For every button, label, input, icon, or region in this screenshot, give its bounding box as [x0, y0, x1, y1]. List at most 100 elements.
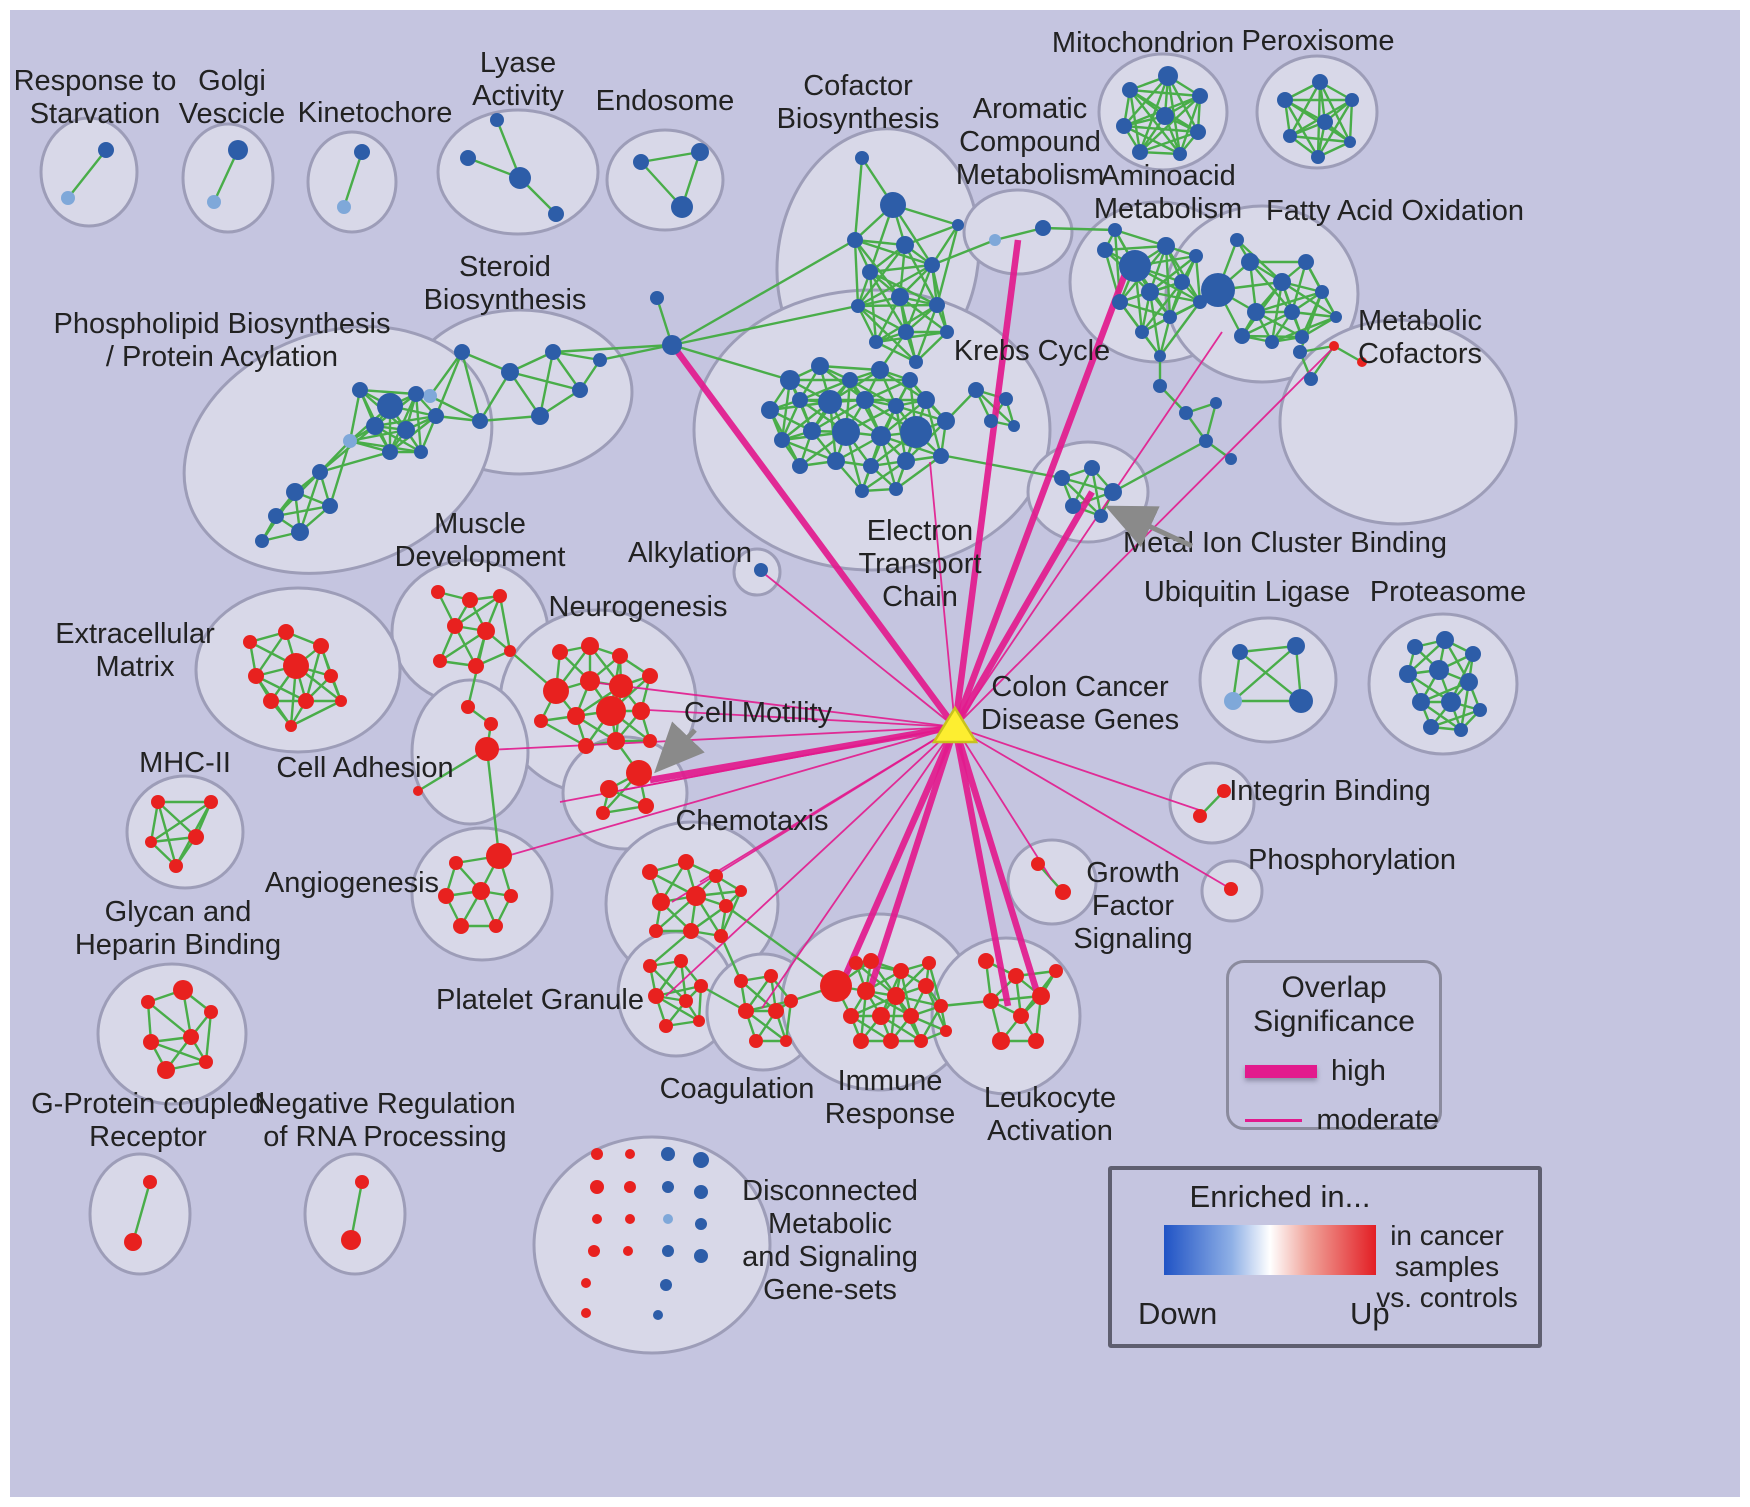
gene-set-node — [694, 979, 708, 993]
gene-set-node — [1217, 784, 1231, 798]
gene-set-edge — [298, 471, 322, 533]
gene-set-edge — [1255, 290, 1323, 314]
gene-set-node — [578, 738, 594, 754]
gene-set-node — [501, 363, 519, 381]
gene-set-node — [761, 401, 779, 419]
bridge-edge — [1042, 226, 1116, 232]
gene-set-node — [1460, 673, 1478, 691]
gene-set-edge — [275, 504, 331, 518]
gene-set-node — [354, 144, 370, 160]
gene-set-edge — [67, 149, 107, 199]
label-angiogenesis: Angiogenesis — [265, 867, 439, 899]
gene-set-node — [243, 635, 257, 649]
gene-set-node — [643, 734, 657, 748]
gene-set-edge — [157, 801, 197, 838]
gene-set-node — [1412, 693, 1430, 711]
gene-set-edge — [349, 428, 407, 443]
gene-set-edge — [994, 226, 1044, 242]
gene-set-node — [1179, 406, 1193, 420]
gene-set-edge — [255, 631, 287, 677]
gene-set-node — [663, 1214, 673, 1224]
gene-set-edge — [819, 364, 881, 372]
gene-set-node — [484, 717, 498, 731]
gene-set-edge — [1288, 81, 1322, 137]
gene-set-node — [863, 458, 879, 474]
gene-set-node — [283, 653, 309, 679]
bridge-edge — [725, 905, 837, 987]
gene-set-node — [397, 421, 415, 439]
gene-set-node — [898, 324, 914, 340]
gene-set-node — [1317, 114, 1333, 130]
colon-cancer-hub-node — [931, 705, 979, 744]
gene-set-node — [207, 195, 221, 209]
gene-set-node — [312, 464, 328, 480]
gene-set-edge — [1123, 75, 1169, 127]
high-significance-label: high — [1331, 1055, 1386, 1087]
gene-set-node — [1055, 884, 1071, 900]
gene-set-edge — [304, 645, 323, 702]
gene-set-node — [695, 1218, 707, 1230]
gene-set-node — [1210, 397, 1222, 409]
label-cell-motility: Cell Motility — [684, 697, 833, 729]
gene-set-edge — [1123, 124, 1199, 134]
gene-set-node — [1141, 283, 1159, 301]
gene-set-node — [1289, 689, 1313, 713]
label-platelet-granule: Platelet Granule — [436, 984, 644, 1016]
gene-set-node — [918, 978, 934, 994]
bridge-edge — [940, 999, 992, 1008]
gene-set-node — [382, 444, 398, 460]
gene-set-node — [477, 622, 495, 640]
gene-set-node — [1293, 345, 1307, 359]
gene-set-edge — [1164, 245, 1172, 318]
gene-set-node — [447, 618, 463, 634]
gene-set-edge — [857, 263, 933, 308]
gene-set-node — [204, 1005, 218, 1019]
gene-set-node — [493, 589, 507, 603]
gene-set-edge — [869, 270, 938, 307]
bridge-edge — [599, 343, 673, 362]
gene-set-node — [909, 355, 923, 369]
gene-set-node — [228, 140, 248, 160]
overlap-edge-high — [951, 239, 1022, 728]
gene-set-node — [453, 918, 469, 934]
gene-set-node — [98, 142, 114, 158]
gene-set-node — [784, 994, 798, 1008]
gene-set-node — [662, 1181, 674, 1193]
gene-set-edge — [904, 223, 959, 247]
gene-set-node — [454, 344, 470, 360]
gene-set-node — [1357, 357, 1367, 367]
gene-set-node — [1065, 498, 1081, 514]
bridge-edge — [485, 748, 501, 857]
gene-set-node — [1287, 637, 1305, 655]
gene-set-node — [143, 1175, 157, 1189]
gene-set-node — [674, 954, 688, 968]
gene-set-node — [580, 671, 600, 691]
label-chemotaxis: Chemotaxis — [675, 805, 828, 837]
gene-set-node — [600, 780, 618, 798]
gene-set-node — [780, 370, 800, 390]
gene-set-node — [433, 654, 447, 668]
label-proteasome: Proteasome — [1370, 576, 1526, 608]
gene-set-node — [552, 644, 568, 660]
gene-set-edge — [1123, 124, 1181, 156]
overlap-edge-high — [951, 726, 1012, 1007]
gene-set-node — [607, 732, 625, 750]
gene-set-node — [632, 702, 650, 720]
bridge-edge — [434, 351, 464, 417]
gene-set-edge — [853, 157, 864, 241]
pointer-arrow-0 — [1104, 505, 1194, 549]
gene-set-node — [693, 1015, 705, 1027]
gene-set-edge — [1149, 255, 1197, 293]
gene-set-edge — [374, 414, 437, 428]
gene-set-node — [661, 1147, 675, 1161]
gene-set-node — [593, 353, 607, 367]
gene-set-node — [679, 994, 693, 1008]
gene-set-node — [504, 889, 518, 903]
